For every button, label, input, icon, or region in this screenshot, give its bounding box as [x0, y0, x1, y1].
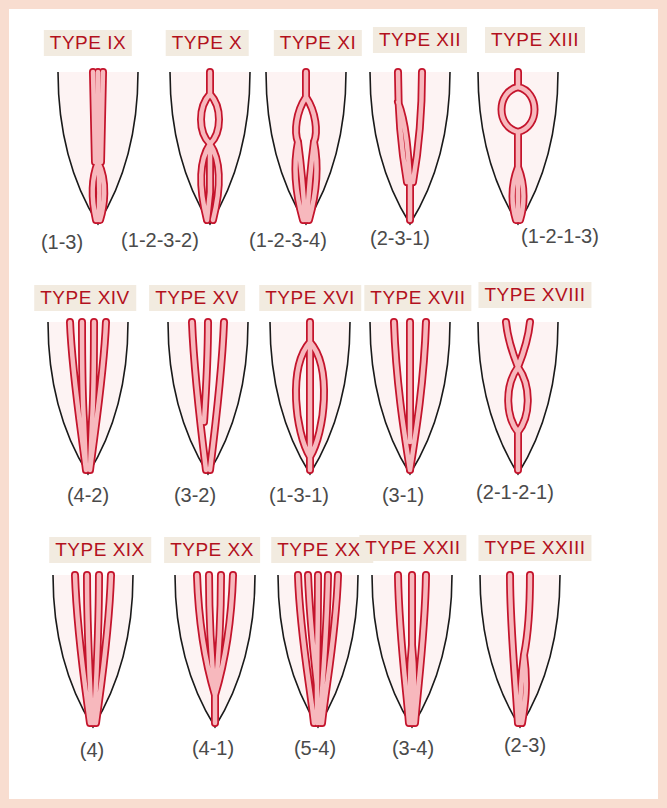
canal-code: (3-4) — [392, 737, 434, 760]
type-title: TYPE XX — [164, 537, 260, 563]
type-title-text: TYPE XVII — [370, 287, 465, 308]
type-title: TYPE IX — [44, 30, 132, 56]
type-title: TYPE XIII — [485, 27, 585, 53]
canal-code: (2-3) — [504, 734, 546, 757]
type-title: TYPE XVI — [259, 285, 361, 311]
type-title-text: TYPE IX — [50, 32, 126, 53]
type-title: TYPE XV — [149, 285, 245, 311]
type-title-text: TYPE XII — [379, 29, 461, 50]
type-title: TYPE XIV — [34, 285, 136, 311]
canal-code: (1-3) — [41, 231, 83, 254]
type-title: TYPE XVII — [364, 285, 471, 311]
type-title-text: TYPE XXII — [365, 537, 460, 558]
canal-code: (3-2) — [174, 484, 216, 507]
type-title-text: TYPE XIX — [55, 539, 145, 560]
canal-code: (4) — [80, 739, 104, 762]
type-title-text: TYPE XV — [155, 287, 239, 308]
type-title: TYPE XIX — [49, 537, 151, 563]
type-title: TYPE XXI — [271, 537, 373, 563]
type-title: TYPE XVIII — [478, 282, 591, 308]
type-title-text: TYPE XIII — [491, 29, 579, 50]
type-title-text: TYPE XX — [170, 539, 254, 560]
canal-code: (2-1-2-1) — [476, 481, 554, 504]
type-title-text: TYPE XXI — [277, 539, 367, 560]
type-title-text: TYPE X — [172, 32, 243, 53]
type-title: TYPE X — [166, 30, 249, 56]
type-title: TYPE XII — [373, 27, 467, 53]
type-title: TYPE XXIII — [478, 535, 591, 561]
type-title: TYPE XI — [274, 30, 362, 56]
canal-code: (5-4) — [294, 737, 336, 760]
canal-code: (4-1) — [192, 737, 234, 760]
canal-code: (1-2-3-4) — [249, 229, 327, 252]
type-title-text: TYPE XI — [280, 32, 356, 53]
canal-code: (4-2) — [67, 484, 109, 507]
canal-code: (1-3-1) — [269, 484, 329, 507]
type-title: TYPE XXII — [359, 535, 466, 561]
canal-code: (1-2-1-3) — [521, 225, 599, 248]
canal-code: (1-2-3-2) — [121, 229, 199, 252]
type-title-text: TYPE XIV — [40, 287, 130, 308]
type-title-text: TYPE XXIII — [484, 537, 585, 558]
canal-code: (2-3-1) — [370, 227, 430, 250]
canal-code: (3-1) — [382, 484, 424, 507]
type-title-text: TYPE XVIII — [484, 284, 585, 305]
type-title-text: TYPE XVI — [265, 287, 355, 308]
